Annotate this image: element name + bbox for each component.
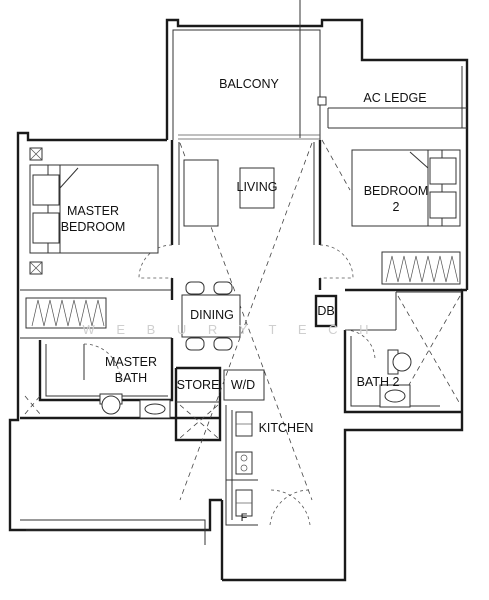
living-furniture bbox=[183, 159, 275, 227]
master-bed bbox=[29, 147, 159, 275]
label-balcony: BALCONY bbox=[219, 77, 279, 91]
master-wardrobe bbox=[25, 297, 107, 329]
label-dining: DINING bbox=[190, 308, 234, 322]
watermark: W E B U R Y T E C H bbox=[82, 322, 377, 337]
label-bath2: BATH 2 bbox=[357, 375, 400, 389]
bedroom2-wardrobe bbox=[381, 251, 461, 285]
master-bath-fixtures bbox=[99, 393, 171, 419]
label-fridge: F bbox=[241, 512, 248, 524]
kitchen-fixtures bbox=[235, 411, 253, 517]
interior-walls bbox=[20, 140, 462, 526]
balcony-area bbox=[172, 0, 467, 140]
label-wd: W/D bbox=[231, 378, 255, 392]
outer-walls bbox=[8, 18, 469, 582]
label-master-bath-line2: BATH bbox=[115, 371, 147, 385]
label-db: DB bbox=[317, 304, 334, 318]
label-ac-ledge: AC LEDGE bbox=[363, 91, 426, 105]
label-master-bedroom-line2: BEDROOM bbox=[61, 220, 126, 234]
bath2-fixtures bbox=[379, 349, 412, 408]
label-bedroom2-line2: 2 bbox=[393, 200, 400, 214]
label-bedroom2-line1: BEDROOM bbox=[364, 184, 429, 198]
bedroom2-bed bbox=[351, 149, 461, 227]
label-kitchen: KITCHEN bbox=[259, 421, 314, 435]
label-living: LIVING bbox=[237, 180, 278, 194]
label-master-bath-line1: MASTER bbox=[105, 355, 157, 369]
label-store: STORE bbox=[177, 378, 220, 392]
dining-table bbox=[181, 281, 241, 351]
door-swings bbox=[83, 244, 376, 526]
label-master-bedroom-line1: MASTER bbox=[67, 204, 119, 218]
